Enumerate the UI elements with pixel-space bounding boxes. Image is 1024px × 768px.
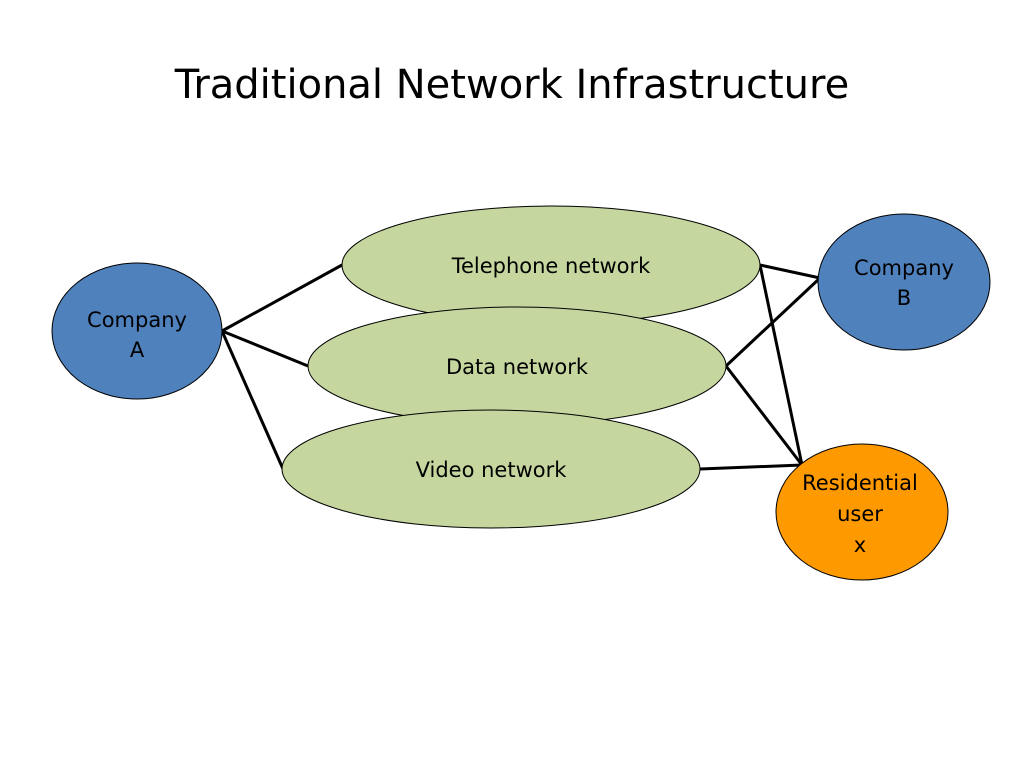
data-network-node: Data network: [307, 306, 727, 426]
edge-telephone-company-b: [759, 263, 821, 280]
company-b-label-line2: B: [897, 286, 911, 310]
connector-lines: [220, 263, 822, 471]
residential-label-line1: Residential: [802, 471, 918, 495]
residential-label-line2: user: [837, 502, 883, 526]
edge-company-a-video: [220, 330, 285, 470]
data-network-label: Data network: [446, 355, 589, 379]
video-network-label: Video network: [416, 458, 568, 482]
video-network-node: Video network: [281, 409, 701, 529]
edge-telephone-residential: [758, 264, 804, 466]
edge-video-residential: [699, 463, 803, 471]
page-title: Traditional Network Infrastructure: [174, 62, 850, 108]
company-a-node: Company A: [51, 262, 223, 400]
residential-label-line3: x: [854, 533, 866, 557]
company-b-node: Company B: [817, 213, 991, 351]
edge-company-a-telephone: [221, 263, 343, 333]
residential-user-node: Residential user x: [775, 443, 949, 581]
edge-data-residential: [724, 365, 804, 466]
company-b-label-line1: Company: [854, 256, 954, 280]
telephone-network-label: Telephone network: [451, 254, 651, 278]
edge-company-a-data: [221, 329, 309, 368]
edge-data-company-b: [724, 276, 822, 368]
company-a-label-line2: A: [130, 338, 145, 362]
telephone-network-node: Telephone network: [341, 205, 761, 325]
company-a-label-line1: Company: [87, 308, 187, 332]
